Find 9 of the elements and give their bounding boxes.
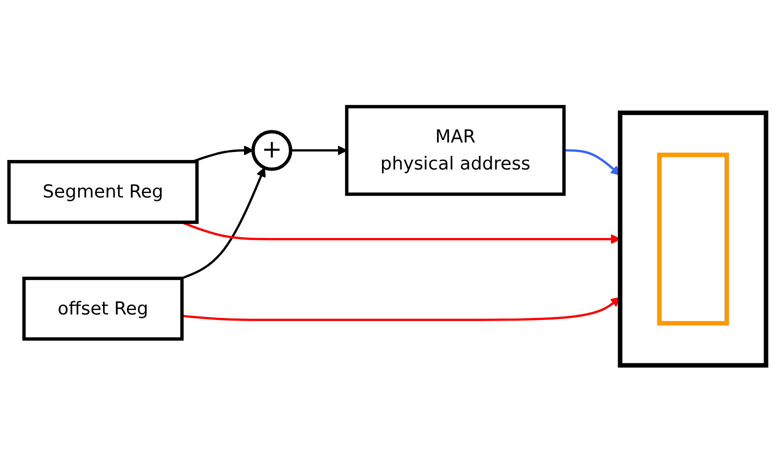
arrow: [192, 145, 254, 163]
node-box: offset Reg: [22, 276, 184, 341]
node-box: [657, 152, 729, 326]
cluster: [618, 110, 768, 368]
node-box: MAR physical address: [345, 104, 566, 196]
node-circle: +: [251, 130, 292, 171]
arrow: [290, 145, 348, 156]
node-box: Segment Reg: [7, 160, 199, 224]
arrow: [181, 167, 266, 280]
